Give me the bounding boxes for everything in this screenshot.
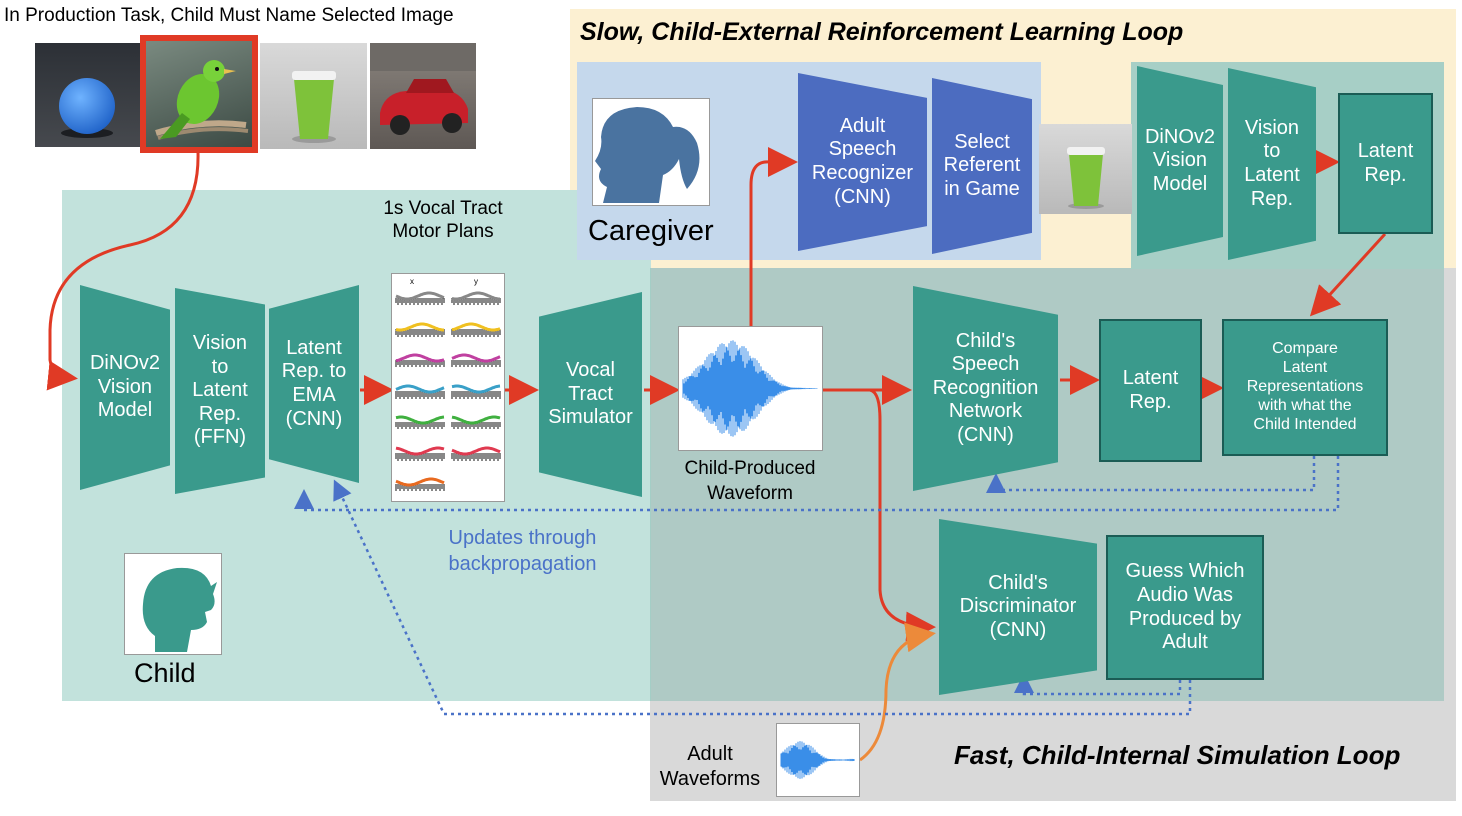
motor-plan-ticks: [451, 422, 501, 429]
motor-plan-curve: [451, 446, 501, 456]
slow-loop-title: Slow, Child-External Reinforcement Learn…: [580, 18, 1184, 46]
motor-plan-ticks: [451, 360, 501, 367]
backprop-dotted-lines: [294, 456, 1340, 716]
arrow-image-to-dinov2: [46, 151, 200, 391]
motor-plan-curve: [451, 353, 501, 363]
caregiver-avatar: [592, 98, 710, 206]
motor-plan-curve: [395, 353, 445, 363]
motor-plan-ticks: [395, 422, 445, 429]
compare-module: Compare Latent Representations with what…: [1222, 319, 1388, 456]
child-waveform-label: Child-Produced Waveform: [684, 458, 816, 504]
arrow-latent-rep-to-compare: [1309, 232, 1387, 317]
selected-cup-icon: [1067, 147, 1105, 209]
motor-plan-curve: [451, 322, 501, 332]
child-label: Child: [134, 658, 196, 688]
bird-image: [140, 35, 258, 153]
slow-latent-rep-module: Latent Rep.: [1338, 93, 1433, 234]
slow-vision-to-latent-module: Vision to Latent Rep.: [1228, 68, 1316, 260]
motor-plans-title: 1s Vocal Tract Motor Plans: [383, 198, 503, 242]
adult-speech-recognizer-module: Adult Speech Recognizer (CNN): [798, 73, 927, 251]
motor-plan-curve: [395, 291, 445, 301]
motor-plan-ticks: [451, 329, 501, 337]
task-title: In Production Task, Child Must Name Sele…: [4, 5, 454, 26]
motor-plan-curve: [395, 477, 445, 487]
motor-plan-curve: [451, 291, 500, 301]
ball-icon: [59, 78, 115, 138]
motor-plan-ticks: [395, 360, 445, 367]
motor-plan-ticks: [395, 391, 445, 399]
fast-latent-rep-module: Latent Rep.: [1099, 319, 1202, 462]
vocal-tract-simulator-module: Vocal Tract Simulator: [539, 292, 642, 497]
motor-plan-ticks: [451, 391, 501, 399]
selected-cup-image: [1039, 124, 1132, 214]
dotted-guess-to-ema: [333, 479, 1192, 716]
arrow-adult-waveform-to-discriminator: [859, 622, 936, 762]
car-icon: [370, 43, 476, 135]
ball-image: [35, 43, 140, 147]
motor-plan-curve: [395, 446, 445, 456]
bird-icon: [155, 60, 249, 140]
discriminator-module: Child's Discriminator (CNN): [939, 519, 1097, 695]
motor-plan-axis-y: y: [474, 277, 478, 286]
car-image: [370, 43, 476, 149]
child-waveform-plot: [682, 340, 818, 437]
adult-waveform-plot: [780, 741, 855, 779]
motor-plan-curve: [395, 384, 445, 394]
latent-to-ema-module: Latent Rep. to EMA (CNN): [269, 285, 359, 483]
child-avatar: [124, 553, 222, 655]
guess-adult-audio-module: Guess Which Audio Was Produced by Adult: [1106, 535, 1264, 680]
child-vision-to-latent-module: Vision to Latent Rep. (FFN): [175, 288, 265, 494]
cup-icon: [292, 71, 336, 143]
select-referent-module: Select Referent in Game: [932, 78, 1032, 254]
adult-waveforms-label: Adult Waveforms: [659, 743, 761, 790]
child-head-icon: [142, 567, 217, 652]
motor-plans-plot: x y: [395, 277, 501, 491]
caregiver-label: Caregiver: [588, 215, 714, 247]
waveform-trace: [780, 741, 855, 779]
motor-plan-ticks: [395, 298, 445, 305]
motor-plan-curve: [395, 415, 445, 425]
cup-image: [260, 43, 367, 149]
motor-plan-ticks: [451, 453, 501, 461]
dotted-guess-to-discriminator: [1014, 673, 1182, 696]
child-waveform-panel: [678, 326, 823, 451]
adult-waveform-panel: [776, 723, 860, 797]
motor-plan-axis-x: x: [410, 277, 414, 286]
dotted-compare-to-recognition: [986, 456, 1316, 493]
speech-recognition-module: Child's Speech Recognition Network (CNN): [913, 286, 1058, 491]
backprop-note: Updates through backpropagation: [448, 527, 597, 575]
slow-dinov2-module: DiNOv2 Vision Model: [1137, 66, 1223, 256]
motor-plan-ticks: [395, 329, 445, 337]
caregiver-head-icon: [595, 107, 700, 203]
child-dinov2-module: DiNOv2 Vision Model: [80, 285, 170, 490]
arrow-wave-to-adult: [749, 147, 798, 326]
motor-plan-curve: [451, 384, 501, 394]
waveform-trace: [682, 340, 818, 437]
motor-plan-ticks: [395, 484, 445, 491]
motor-plans-panel: x y: [391, 273, 505, 502]
motor-plan-curve: [395, 322, 444, 332]
motor-plan-curve: [451, 415, 501, 425]
fast-loop-title: Fast, Child-Internal Simulation Loop: [954, 740, 1401, 770]
motor-plan-ticks: [395, 453, 445, 461]
